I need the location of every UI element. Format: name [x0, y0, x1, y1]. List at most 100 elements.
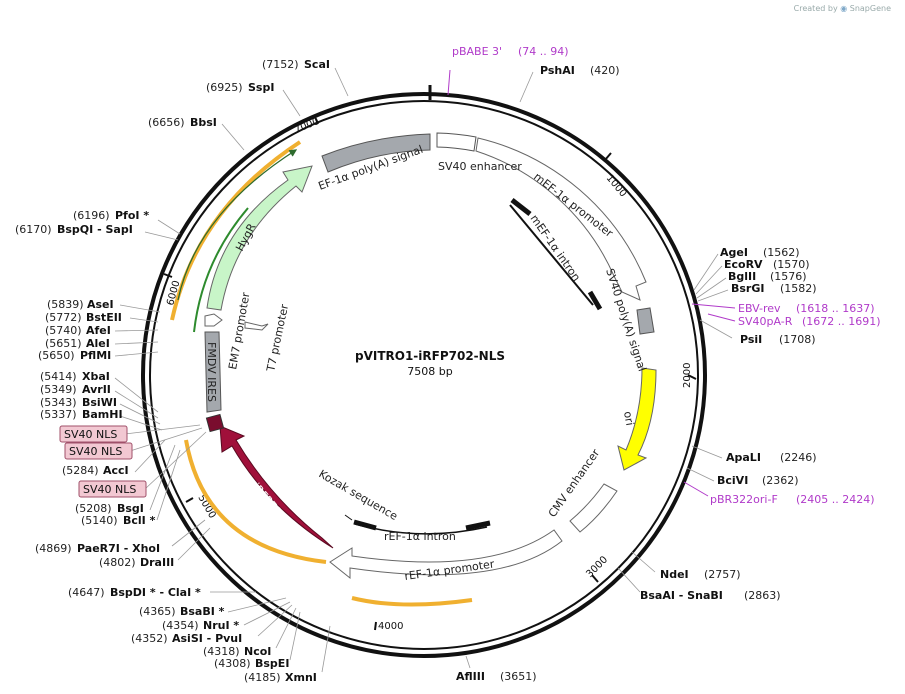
site-position: (7152) — [262, 58, 299, 71]
site-leader — [691, 445, 723, 459]
site-leader — [257, 604, 293, 637]
site-name[interactable]: AgeI — [720, 246, 748, 259]
nls-box[interactable] — [59, 425, 128, 443]
site-name[interactable]: DraIII — [140, 556, 174, 569]
primer-name[interactable]: pBR322ori-F — [710, 493, 778, 506]
site-name[interactable]: BciVI — [717, 474, 748, 487]
sites-right: PshAI (420) AgeI (1562) EcoRV (1570) Bgl… — [456, 64, 817, 683]
credit-brand: SnapGene — [849, 4, 891, 13]
primer-leader — [707, 313, 736, 322]
orf-arc-3 — [351, 596, 473, 607]
ori-feature[interactable] — [617, 367, 657, 471]
label-ref1a-intron: rEF-1α intron — [384, 530, 456, 543]
site-name[interactable]: BamHI — [82, 408, 123, 421]
nls-label: SV40 NLS — [83, 483, 136, 496]
site-leader — [275, 607, 297, 649]
site-name[interactable]: NcoI — [244, 645, 271, 658]
site-name[interactable]: NruI * — [203, 619, 239, 632]
site-name[interactable]: AvrII — [82, 383, 111, 396]
site-position: (6925) — [206, 81, 243, 94]
site-name[interactable]: ApaLI — [726, 451, 761, 464]
nls-box[interactable] — [64, 442, 133, 460]
site-name[interactable]: AflIII — [456, 670, 485, 683]
tick-5000 — [185, 497, 194, 503]
primer-name[interactable]: EBV-rev — [738, 302, 781, 315]
features — [204, 132, 657, 580]
nls-labels: SV40 NLS SV40 NLS SV40 NLS — [59, 424, 207, 498]
site-position: (420) — [590, 64, 620, 77]
site-name[interactable]: XbaI — [82, 370, 110, 383]
site-name[interactable]: AseI — [87, 298, 114, 311]
primer-name[interactable]: pBABE 3' — [452, 45, 502, 58]
site-position: (4365) — [139, 605, 176, 618]
site-position: (4802) — [99, 556, 136, 569]
fmdv-ires-feature[interactable] — [204, 331, 222, 413]
tick-label-2000: 2000 — [682, 363, 693, 388]
site-name[interactable]: PaeR7I - XhoI — [77, 542, 160, 555]
site-name[interactable]: BstEII — [86, 311, 122, 324]
nls-leader — [124, 424, 201, 435]
site-name[interactable]: PshAI — [540, 64, 575, 77]
site-name[interactable]: SspI — [248, 81, 274, 94]
cmv-enhancer-feature[interactable] — [569, 483, 618, 533]
sites-left: (7152) ScaI (6925) SspI (6656) BbsI (619… — [15, 58, 349, 684]
site-name[interactable]: PflMI — [80, 349, 111, 362]
site-name[interactable]: ScaI — [304, 58, 330, 71]
site-name[interactable]: BsgI — [117, 502, 144, 515]
em7-promoter-feature[interactable] — [204, 313, 223, 327]
site-name[interactable]: PsiI — [740, 333, 762, 346]
site-name[interactable]: BsaAI - SnaBI — [640, 589, 723, 602]
site-name[interactable]: PfoI * — [115, 209, 149, 222]
t7-promoter-feature[interactable] — [244, 321, 269, 331]
tick-6000 — [163, 273, 173, 278]
site-name[interactable]: BglII — [728, 270, 756, 283]
site-position: (1570) — [773, 258, 810, 271]
nls-box[interactable] — [78, 480, 147, 498]
ef1a-polya-feature[interactable] — [321, 133, 431, 173]
primer-leader — [683, 481, 709, 497]
kozak-mark — [344, 514, 353, 521]
site-name[interactable]: BsaBI * — [180, 605, 225, 618]
site-name[interactable]: NdeI — [660, 568, 689, 581]
site-position: (5337) — [40, 408, 77, 421]
site-name[interactable]: BsiWI — [82, 396, 117, 409]
sv40-enhancer-feature[interactable] — [436, 132, 477, 152]
site-position: (4185) — [244, 671, 281, 684]
site-name[interactable]: BspDI * - ClaI * — [110, 586, 201, 599]
ref1a-promoter-feature[interactable] — [329, 529, 563, 580]
plasmid-length: 7508 bp — [407, 365, 452, 378]
nls-leader — [144, 431, 207, 490]
site-position: (2362) — [762, 474, 799, 487]
mef1a-intron-end — [587, 290, 603, 311]
site-name[interactable]: BspQI - SapI — [57, 223, 133, 236]
site-position: (5839) — [47, 298, 84, 311]
site-name[interactable]: AfeI — [86, 324, 111, 337]
site-name[interactable]: AccI — [103, 464, 129, 477]
site-position: (2757) — [704, 568, 741, 581]
site-name[interactable]: BbsI — [190, 116, 217, 129]
primer-range: (1618 .. 1637) — [796, 302, 875, 315]
mef1a-intron-line — [509, 204, 594, 306]
site-leader — [119, 415, 163, 431]
site-name[interactable]: BclI * — [123, 514, 156, 527]
site-name[interactable]: XmnI — [285, 671, 317, 684]
mef1a-promoter-feature[interactable] — [475, 137, 647, 301]
site-leader — [321, 625, 331, 673]
hygr-feature[interactable] — [206, 165, 313, 311]
nls-feature-block[interactable] — [205, 413, 225, 433]
site-name[interactable]: BsrGI — [731, 282, 764, 295]
site-leader — [129, 317, 159, 323]
site-leader — [119, 304, 161, 313]
site-name[interactable]: AsiSI - PvuI — [172, 632, 242, 645]
site-name[interactable]: AleI — [86, 337, 110, 350]
ref1a-intron-end — [465, 520, 491, 531]
tick-3000 — [591, 574, 599, 583]
snapgene-credit: Created by ◉ SnapGene — [794, 4, 891, 13]
primer-range: (1672 .. 1691) — [802, 315, 881, 328]
primer-name[interactable]: SV40pA-R — [738, 315, 793, 328]
site-name[interactable]: EcoRV — [724, 258, 763, 271]
sv40-polya-feature[interactable] — [636, 307, 655, 335]
site-name[interactable]: BspEI — [255, 657, 289, 670]
site-position: (4352) — [131, 632, 168, 645]
